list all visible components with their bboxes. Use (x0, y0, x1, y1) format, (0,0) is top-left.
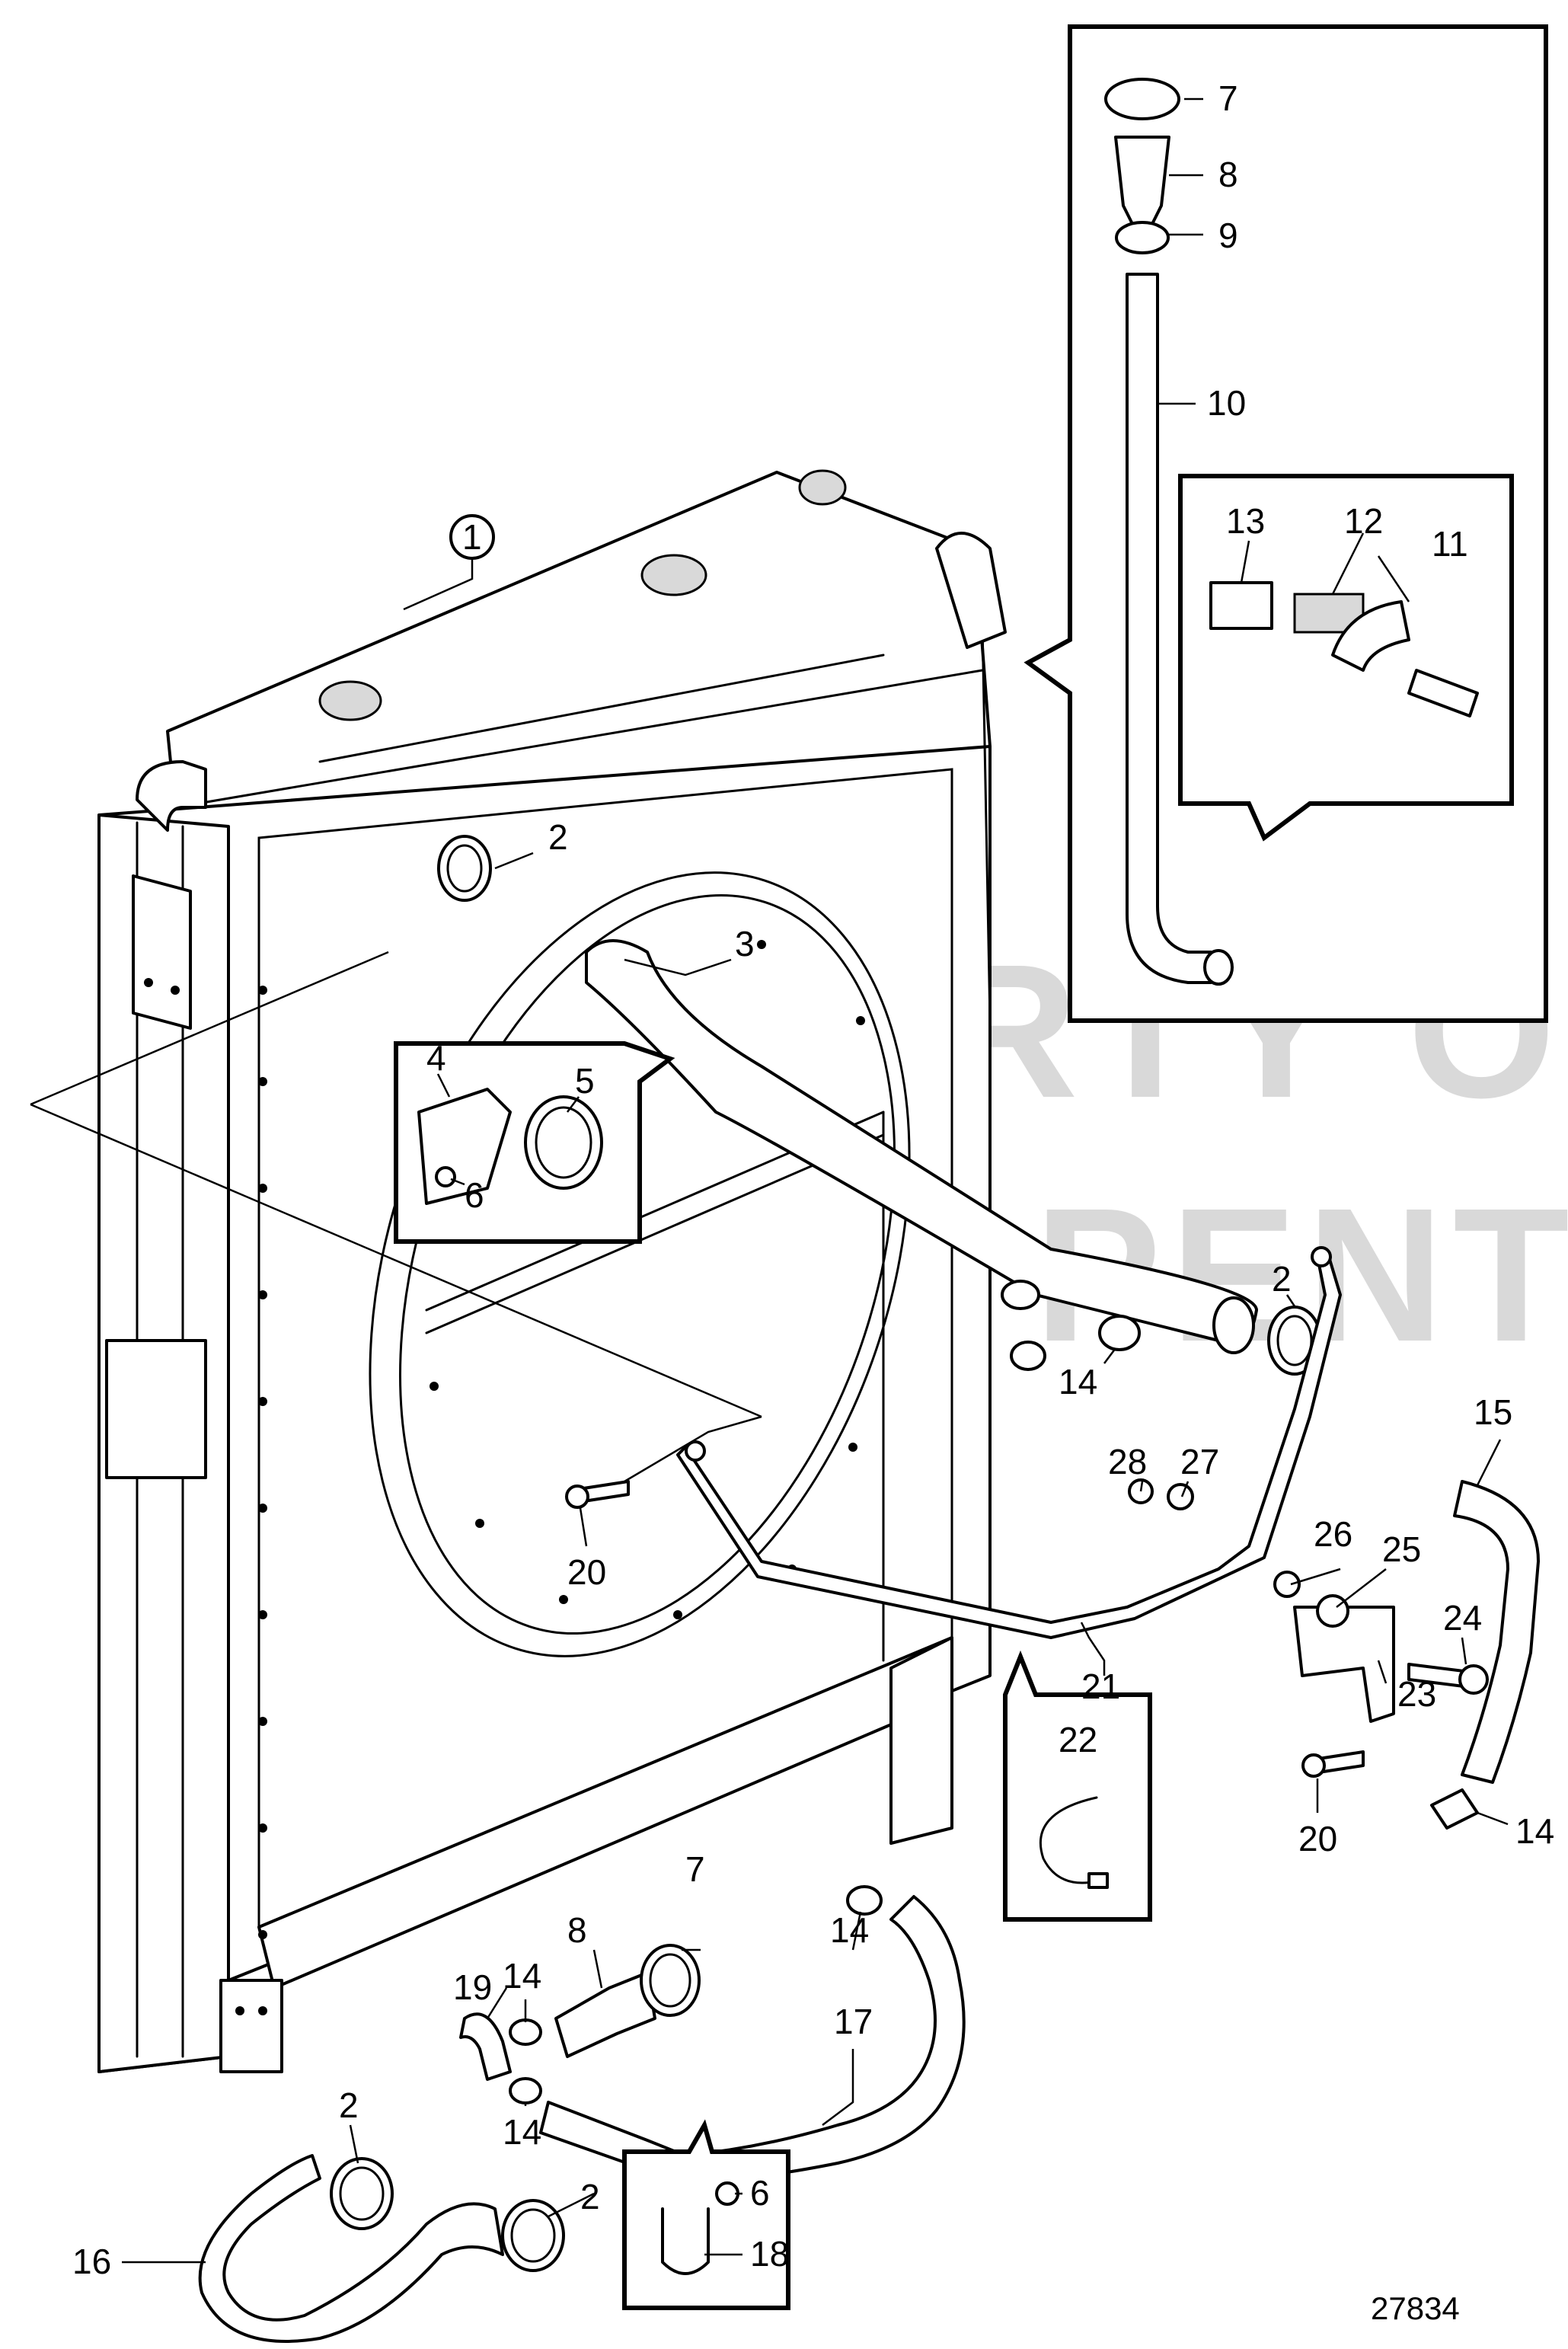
radiator-mount-lug (132, 874, 192, 1030)
callout-14-center: 14 (1059, 1362, 1097, 1401)
screw-part-6-lower (715, 2181, 739, 2206)
radiator-cap-2 (640, 554, 707, 596)
callout-22: 22 (1059, 1720, 1097, 1759)
callout-16: 16 (72, 2242, 111, 2281)
clamp-part-14-right (1430, 1788, 1479, 1830)
rubber-pad-part-13 (1209, 581, 1273, 630)
fitting-center-2 (1010, 1341, 1046, 1371)
vent-tube-part-10 (1126, 273, 1212, 984)
clamp-part-14-center (1098, 1315, 1141, 1351)
callout-1: 1 (449, 514, 495, 560)
tie-strap-part-22 (1039, 1796, 1098, 1884)
callout-labels: 1 2 2 2 2 3 4 5 6 6 7 7 8 8 9 10 11 12 1… (72, 78, 1554, 2281)
pipe-clamp-part-11 (1331, 600, 1410, 672)
upper-hose (585, 939, 1258, 1354)
bolt-head-part-24 (1458, 1664, 1489, 1695)
hose-part-15 (1430, 1480, 1540, 1830)
callout-6-lower: 6 (750, 2173, 770, 2213)
hose-clamp-2-bottom-left (330, 2157, 394, 2230)
detail-box-tie-strap-frame (1003, 1650, 1152, 1922)
callout-8-upper: 8 (1218, 155, 1238, 194)
callout-27: 27 (1180, 1442, 1219, 1481)
nut-part-26 (1273, 1571, 1301, 1598)
clamp-part-14-top (846, 1885, 883, 1916)
bolt-part-11 (1407, 669, 1479, 717)
hose-clamp-2-bottom-right (501, 2199, 565, 2272)
screw-part-6 (435, 1166, 456, 1187)
hose-clamp-2-top (437, 835, 492, 902)
callout-10: 10 (1207, 383, 1246, 423)
radiator-cap-1 (318, 680, 382, 721)
callout-5: 5 (575, 1061, 595, 1101)
callout-20-right: 20 (1298, 1819, 1337, 1858)
callout-12: 12 (1344, 501, 1383, 541)
detail-box-bracket (394, 1041, 675, 1244)
radiator-top-tank-edge (174, 654, 984, 809)
callout-13: 13 (1226, 501, 1265, 541)
figure-number: 27834 (1371, 2290, 1460, 2326)
radiator (97, 469, 1007, 2073)
vent-clamp-part-9 (1115, 221, 1170, 254)
callout-14-right: 14 (1515, 1811, 1554, 1851)
clamp-part-14-lower-b (509, 2077, 542, 2105)
radiator-side-plate (105, 1339, 207, 1479)
clamp-part-7-lower (640, 1944, 701, 2017)
lower-hose-part-17 (539, 1895, 966, 2182)
callout-28: 28 (1108, 1442, 1147, 1481)
callout-7-lower: 7 (685, 1849, 705, 1889)
hose-part-19 (459, 2012, 512, 2081)
bracket-assembly (1128, 1478, 1489, 1778)
callout-8-lower: 8 (567, 1910, 587, 1950)
washer-part-27 (1167, 1483, 1194, 1510)
callout-14-top-lower: 14 (830, 1910, 869, 1950)
callout-26: 26 (1314, 1514, 1352, 1554)
fitting-center-1 (1001, 1280, 1040, 1310)
callout-7-upper: 7 (1218, 78, 1238, 118)
upper-hose-end (1212, 1296, 1255, 1354)
detail-box-pipe-clamp (622, 2119, 790, 2310)
clamp-part-5 (524, 1095, 603, 1190)
radiator-vent-tube (981, 623, 992, 1022)
callout-2-right: 2 (1272, 1259, 1292, 1299)
callout-23: 23 (1397, 1674, 1436, 1714)
radiator-cap-3 (798, 469, 847, 506)
detail-box-tie-strap (1003, 1650, 1152, 1922)
callout-19: 19 (453, 1967, 492, 2007)
pipe-clamp-part-18 (661, 2207, 710, 2275)
callout-3: 3 (735, 924, 755, 964)
callout-1-label: 1 (462, 517, 482, 557)
detail-box-vent-tube (1024, 24, 1548, 1023)
reducer-part-8-lower (554, 1971, 656, 2058)
callout-17: 17 (834, 2002, 873, 2041)
callout-20-left: 20 (567, 1552, 606, 1592)
callout-11: 11 (1432, 524, 1468, 564)
callout-15: 15 (1474, 1392, 1512, 1432)
callout-2-bottom-left: 2 (339, 2085, 359, 2125)
radiator-right-foot (889, 1636, 953, 1845)
callout-24: 24 (1443, 1598, 1482, 1638)
vent-clamp-part-7 (1104, 78, 1180, 120)
callout-18: 18 (750, 2234, 789, 2274)
callout-14-lower-b: 14 (503, 2112, 541, 2152)
callout-25: 25 (1382, 1529, 1421, 1569)
radiator-top-outlet-elbow (935, 532, 1007, 649)
washer-part-25 (1316, 1594, 1349, 1628)
bolt-part-20-left (565, 1480, 630, 1509)
callout-6-upper: 6 (465, 1175, 484, 1215)
radiator-left-foot (219, 1979, 283, 2073)
lower-hose-part-16 (198, 2154, 504, 2343)
radiator-left-inlet (136, 760, 207, 832)
callout-4: 4 (426, 1038, 446, 1078)
callout-21: 21 (1081, 1667, 1120, 1706)
callout-2-top: 2 (548, 817, 568, 857)
radiator-bolt-holes (144, 978, 267, 2015)
bracket-part-23 (1293, 1606, 1395, 1723)
support-bar (676, 1246, 1342, 1639)
callout-14-lower-a: 14 (503, 1956, 541, 1996)
clamp-part-14-lower-a (509, 2018, 542, 2046)
small-fittings-center (1001, 1280, 1141, 1371)
callout-2-bottom-right: 2 (580, 2177, 600, 2216)
callout-9: 9 (1218, 216, 1238, 255)
